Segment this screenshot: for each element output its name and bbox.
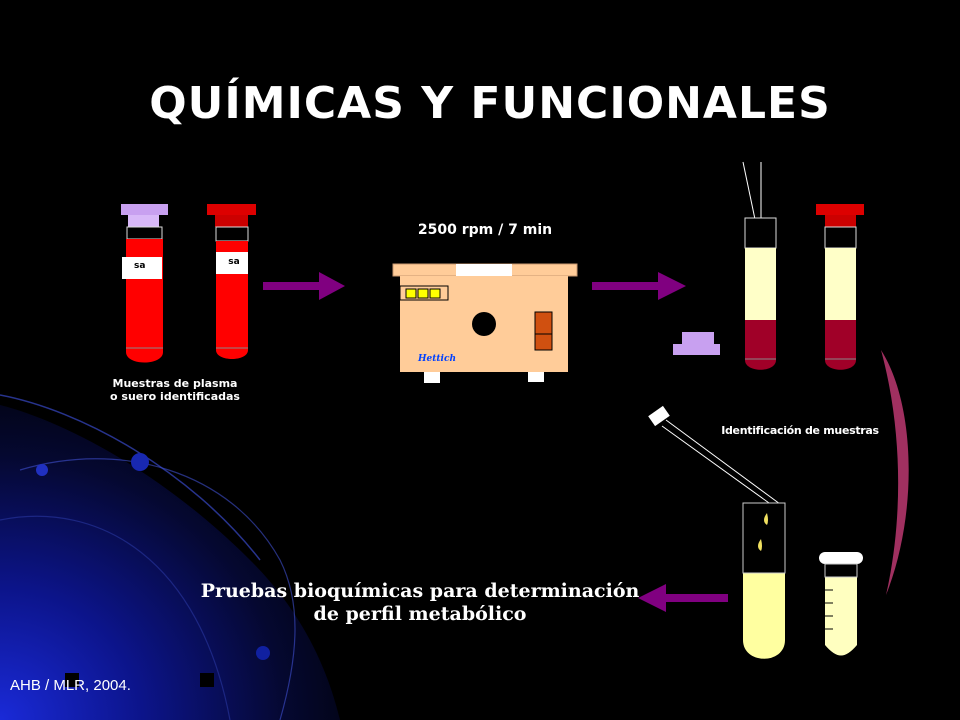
centrifuged-tubes (673, 161, 864, 370)
curved-arrow-icon (881, 350, 909, 595)
decor-dot (131, 453, 149, 471)
test-tube-yellow (742, 502, 786, 659)
tube-red-cap-separated (816, 204, 864, 370)
tube-purple-cap (121, 204, 168, 363)
centrifuge-brand: Hettich (418, 354, 456, 364)
credit-text: AHB / MLR, 2004. (10, 677, 131, 694)
decor-dot (256, 646, 270, 660)
tube-label: sa (228, 257, 240, 267)
blood-tubes-identified (121, 204, 256, 363)
arrow-right-icon (592, 272, 686, 300)
identification-label: Identificación de muestras (721, 424, 879, 437)
decor-dot (36, 464, 48, 476)
arrow-left-icon (638, 584, 728, 612)
graduated-tube (819, 552, 863, 656)
centrifuge-icon (392, 263, 578, 383)
centrifuge-speed-label: 2500 rpm / 7 min (417, 222, 553, 238)
tube-label: sa (134, 261, 146, 271)
samples-label: Muestras de plasma o suero identificadas (110, 377, 240, 403)
analysis-tubes (742, 502, 863, 659)
arrow-right-icon (263, 272, 345, 300)
slide-title: QUÍMICAS Y FUNCIONALES (149, 78, 831, 129)
biochemical-tests-label: Pruebas bioquímicas para determinación d… (200, 580, 640, 625)
pipette-icon (648, 405, 781, 509)
tube-red-cap (207, 204, 256, 359)
tube-open-separated (744, 217, 777, 370)
